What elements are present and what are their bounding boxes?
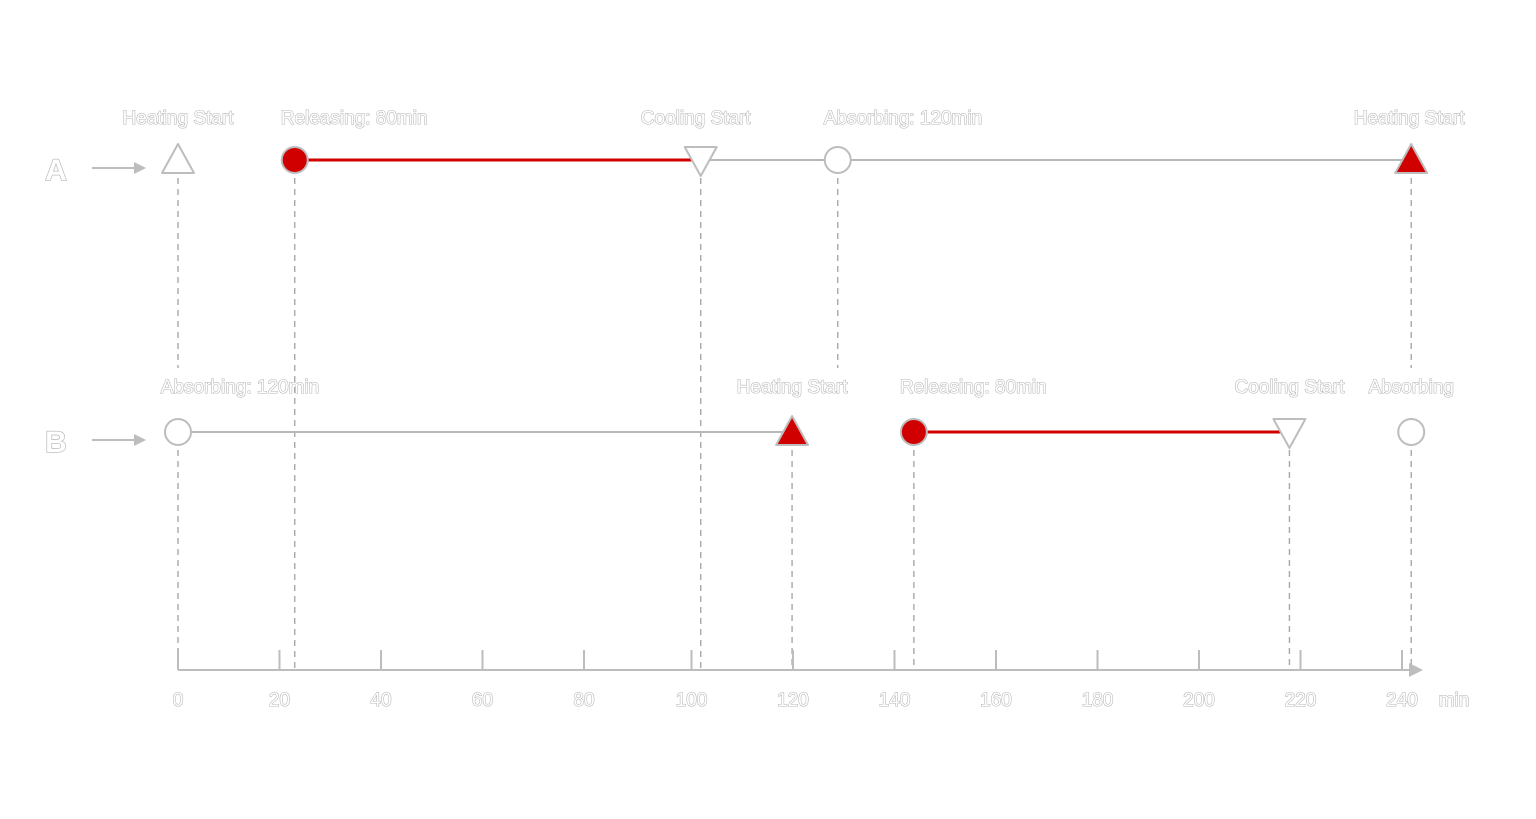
event-label: Heating Start bbox=[737, 377, 849, 398]
cooling-triangle-icon bbox=[683, 146, 718, 177]
axis-tick-label: 100 bbox=[676, 690, 708, 711]
releasing-circle-icon bbox=[280, 146, 309, 174]
row-label-a: A bbox=[45, 154, 67, 187]
axis-tick-label: 80 bbox=[573, 690, 594, 711]
heating-triangle-filled-icon bbox=[775, 415, 810, 446]
event-label: Releasing: 80min bbox=[900, 377, 1047, 398]
axis-tick-label: 140 bbox=[879, 690, 911, 711]
releasing-circle-icon bbox=[899, 418, 928, 446]
axis-tick-label: 20 bbox=[269, 690, 290, 711]
absorbing-circle-icon bbox=[823, 146, 852, 174]
event-label: Heating Start bbox=[123, 108, 235, 129]
event-markers bbox=[161, 143, 1429, 449]
event-label: Cooling Start bbox=[641, 108, 752, 129]
axis-tick-label: 40 bbox=[370, 690, 391, 711]
heating-triangle-icon bbox=[161, 143, 195, 174]
cooling-triangle-icon bbox=[1272, 418, 1307, 449]
absorbing-circle-icon bbox=[1397, 418, 1426, 446]
row-label-b: B bbox=[45, 426, 67, 459]
time-axis: 0 20 40 60 80 100 120 140 160 180 200 220 240 min bbox=[172, 648, 1470, 712]
axis-tick-label: 120 bbox=[777, 690, 809, 711]
axis-tick-label: 160 bbox=[980, 690, 1012, 711]
event-label: Absorbing bbox=[1368, 377, 1454, 398]
axis-tick-label: 0 bbox=[173, 690, 184, 711]
axis-unit-label: min bbox=[1439, 690, 1470, 711]
axis-tick-label: 60 bbox=[472, 690, 493, 711]
phase-segments bbox=[178, 158, 1412, 434]
axis-tick-label: 200 bbox=[1183, 690, 1215, 711]
event-label: Releasing: 80min bbox=[281, 108, 428, 129]
axis-tick-label: 220 bbox=[1285, 690, 1317, 711]
absorbing-circle-icon bbox=[164, 418, 192, 446]
event-label: Absorbing: 120min bbox=[161, 377, 319, 398]
axis-tick-label: 180 bbox=[1082, 690, 1114, 711]
row-arrow-icon bbox=[134, 162, 146, 174]
dashed-connectors bbox=[177, 178, 1412, 670]
event-label: Absorbing: 120min bbox=[824, 108, 982, 129]
row-arrow-icon bbox=[134, 434, 146, 446]
event-label: Cooling Start bbox=[1235, 377, 1346, 398]
axis-arrow-icon bbox=[1409, 663, 1423, 677]
event-label: Heating Start bbox=[1354, 108, 1466, 129]
axis-tick-label: 240 bbox=[1386, 690, 1418, 711]
heating-triangle-filled-icon bbox=[1394, 143, 1429, 174]
